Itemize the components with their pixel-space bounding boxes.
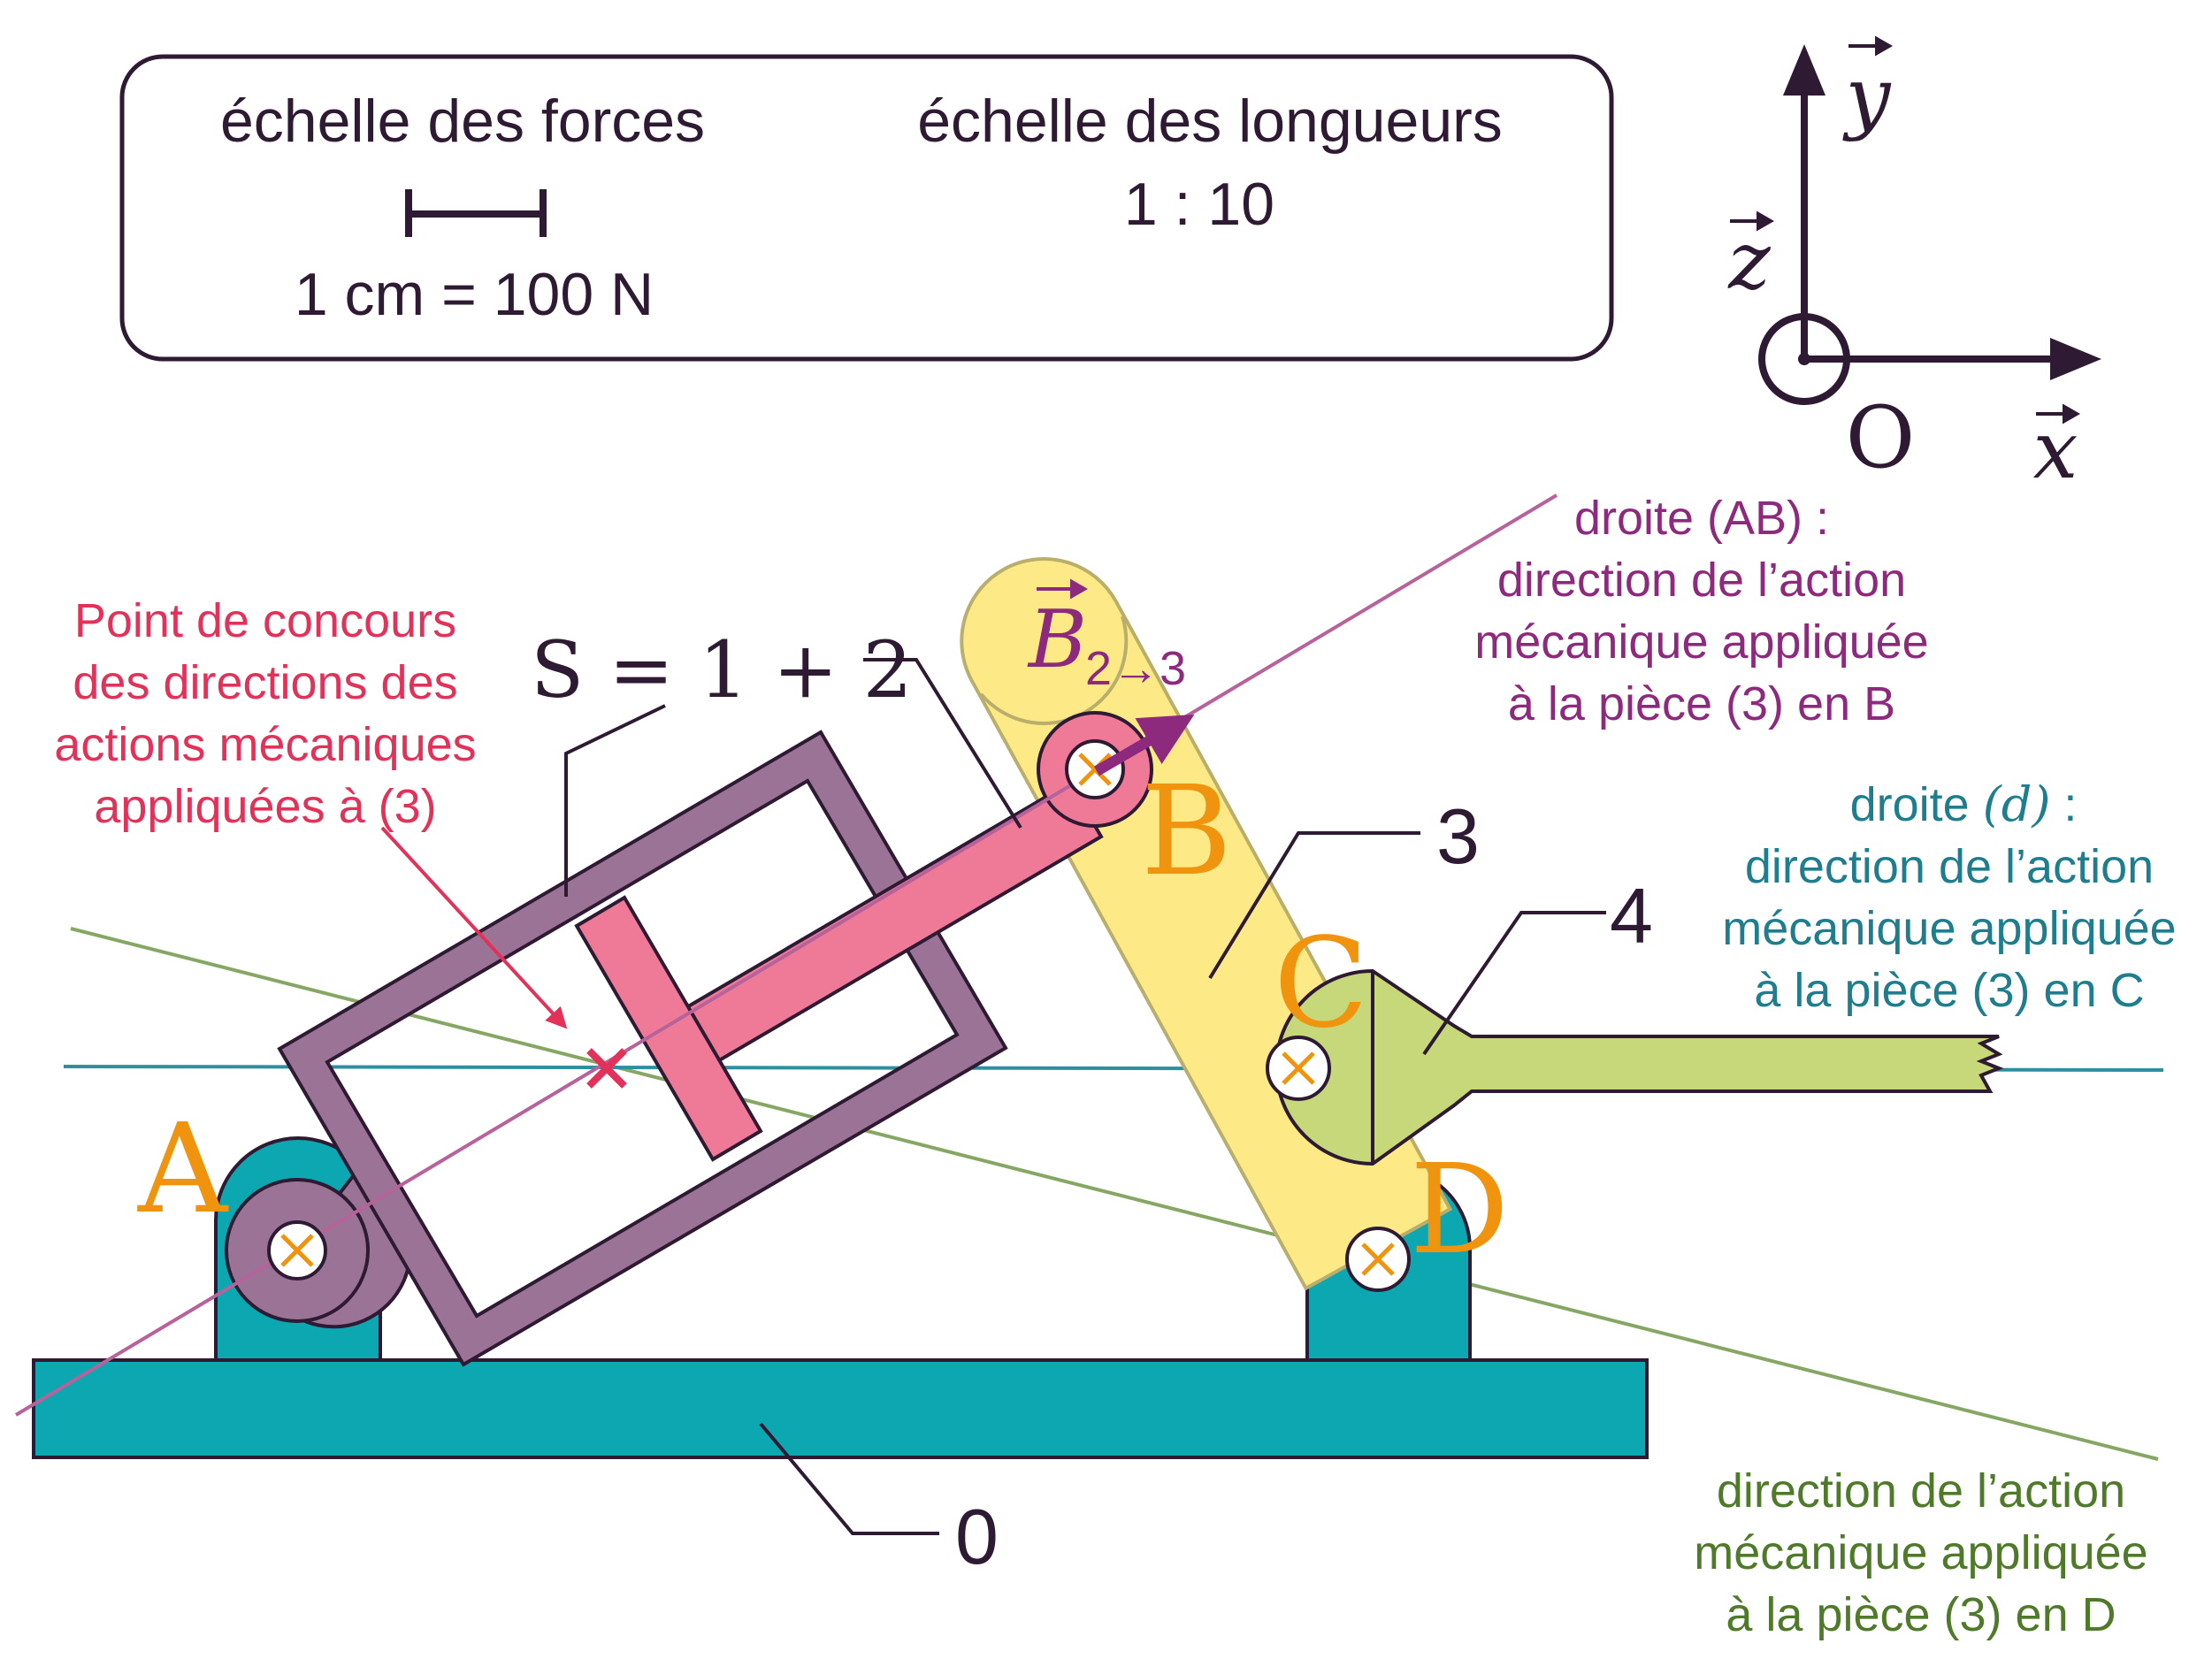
- line-D-annotation: direction de l’action mécanique appliqué…: [1694, 1464, 2147, 1641]
- z-axis-label: z: [1727, 215, 1771, 308]
- part-0-label: 0: [955, 1493, 999, 1580]
- annotation-line: à la pièce (3) en C: [1754, 964, 2144, 1017]
- piston-rod: [574, 711, 1153, 1162]
- annotation-line: actions mécaniques: [54, 718, 476, 771]
- part-4-label: 4: [1610, 872, 1653, 959]
- x-arrow-icon: [2050, 338, 2101, 380]
- x-axis-label: x: [2033, 404, 2078, 497]
- set-S-label: S = 1 + 2: [531, 624, 913, 715]
- vector-subscript: 2→3: [1085, 642, 1186, 695]
- point-C-label: C: [1274, 912, 1368, 1056]
- direction-line-D: [70, 927, 2159, 1461]
- link-part-3: [960, 556, 1453, 1291]
- pin-A-icon: [267, 1220, 327, 1281]
- annotation-line: à la pièce (3) en D: [1726, 1588, 2116, 1641]
- line-AB-annotation: droite (AB) : direction de l’action méca…: [1474, 492, 1928, 730]
- annotation-line: droite (d) :: [1850, 776, 2078, 832]
- annotation-line: mécanique appliquée: [1474, 615, 1928, 669]
- vector-letter: B: [1027, 593, 1087, 686]
- point-D-label: D: [1410, 1138, 1509, 1282]
- z-out-circle-icon: [1758, 313, 1850, 405]
- origin-label: O: [1846, 388, 1916, 487]
- annotation-line: mécanique appliquée: [1694, 1526, 2147, 1579]
- force-vector-label: B 2→3: [1027, 578, 1186, 695]
- point-B-label: B: [1141, 760, 1232, 904]
- pin-B-icon: [1065, 739, 1125, 799]
- y-arrow-icon: [1783, 44, 1825, 96]
- leader-lines: [564, 658, 1606, 1535]
- part-3-label: 3: [1436, 792, 1480, 880]
- y-axis-label: y: [1842, 50, 1892, 143]
- concurrency-point-icon: [586, 1048, 627, 1089]
- annotation-line: appliquées à (3): [94, 780, 436, 833]
- force-scale-bar: [405, 189, 547, 237]
- concurrency-pointer: [380, 826, 568, 1029]
- annotation-line: Point de concours: [74, 594, 456, 647]
- annotation-line: direction de l’action: [1497, 554, 1906, 607]
- cylinder-body: [225, 730, 1008, 1367]
- axis-system: y z O x: [1727, 35, 2101, 497]
- pin-C-icon: [1266, 1036, 1331, 1101]
- annotation-line: des directions des: [73, 656, 457, 709]
- concurrency-annotation: Point de concours des directions des act…: [54, 594, 476, 833]
- force-scale-value: 1 cm = 100 N: [295, 261, 654, 328]
- annotation-line: direction de l’action: [1717, 1464, 2125, 1518]
- annotation-line: droite (AB) :: [1574, 492, 1829, 545]
- scale-legend: échelle des forces 1 cm = 100 N échelle …: [119, 54, 1614, 362]
- annotation-line: à la pièce (3) en B: [1508, 677, 1895, 730]
- annotation-line: direction de l’action: [1745, 840, 2154, 893]
- force-scale-title: échelle des forces: [220, 88, 705, 155]
- pin-D-icon: [1345, 1227, 1411, 1292]
- force-vector-B: [1093, 714, 1195, 776]
- piston-head: [574, 895, 763, 1162]
- part-labels: S = 1 + 2 3 4 0: [531, 624, 1653, 1580]
- link-part-4: [1274, 968, 2004, 1166]
- annotation-line: mécanique appliquée: [1722, 902, 2176, 955]
- length-scale-value: 1 : 10: [1124, 171, 1274, 238]
- point-A-label: A: [137, 1097, 229, 1242]
- length-scale-title: échelle des longueurs: [917, 88, 1503, 155]
- point-labels: A B C D: [137, 760, 1509, 1282]
- line-d-annotation: droite (d) : direction de l’action mécan…: [1722, 776, 2176, 1017]
